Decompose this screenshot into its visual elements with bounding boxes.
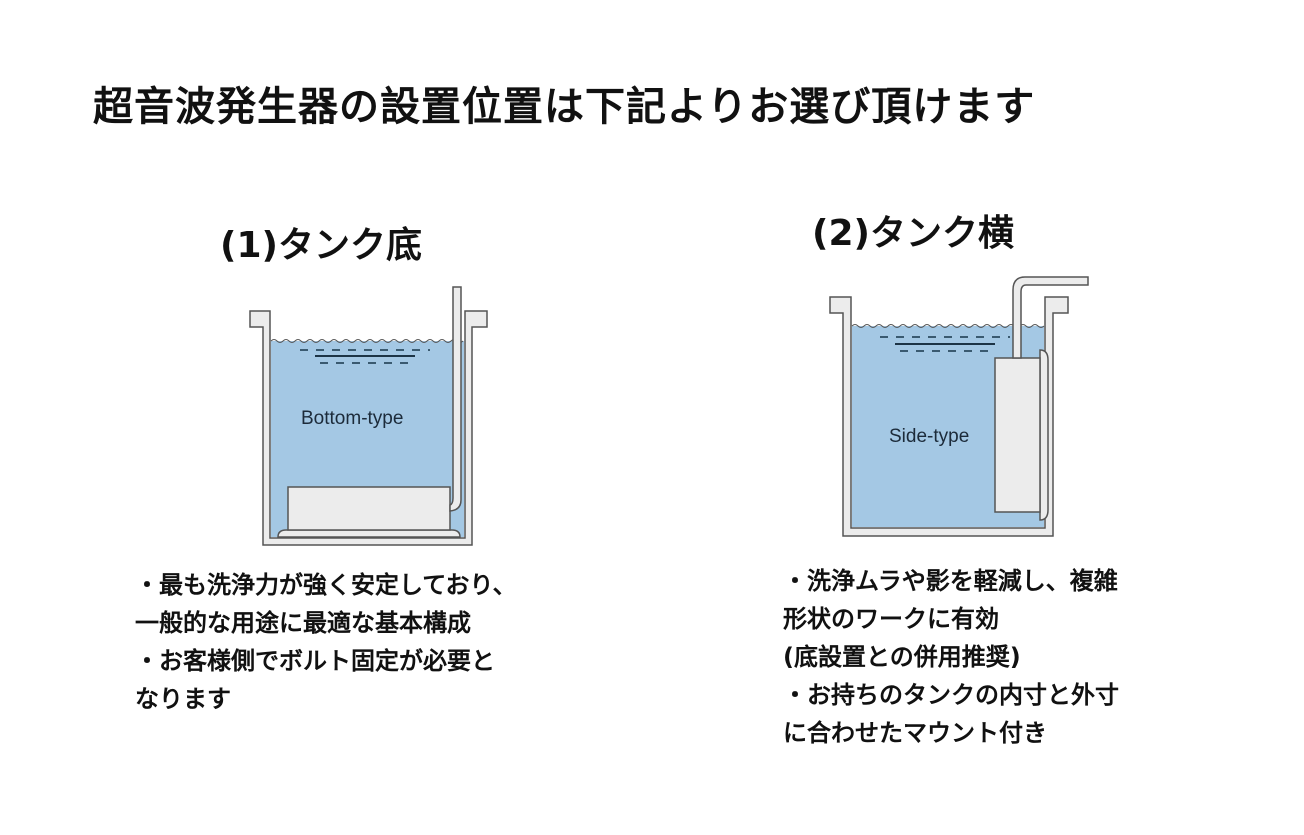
bottom-type-description: ・最も洗浄力が強く安定しており、 一般的な用途に最適な基本構成 ・お客様側でボル… — [135, 566, 517, 718]
bottom-type-tank-diagram: Bottom-type — [249, 286, 488, 546]
description-line: 形状のワークに有効 — [783, 605, 999, 633]
option-side-heading: (2)タンク横 — [812, 213, 1014, 254]
side-type-label: Side-type — [889, 426, 969, 447]
description-line: ・お客様側でボルト固定が必要と — [135, 647, 495, 675]
description-line: ・お持ちのタンクの内寸と外寸 — [783, 681, 1119, 709]
description-line: ・洗浄ムラや影を軽減し、複雑 — [783, 567, 1118, 595]
description-line: に合わせたマウント付き — [783, 719, 1047, 747]
description-line: 一般的な用途に最適な基本構成 — [135, 609, 471, 637]
page-title: 超音波発生器の設置位置は下記よりお選び頂けます — [93, 84, 1036, 130]
side-type-tank-diagram: Side-type — [829, 276, 1089, 537]
bottom-type-label: Bottom-type — [301, 408, 403, 429]
option-bottom-heading: (1)タンク底 — [220, 225, 422, 266]
description-line: (底設置との併用推奨) — [783, 643, 1021, 671]
side-type-description: ・洗浄ムラや影を軽減し、複雑 形状のワークに有効 (底設置との併用推奨) ・お持… — [783, 562, 1119, 752]
description-line: ・最も洗浄力が強く安定しており、 — [135, 571, 517, 599]
description-line: なります — [135, 685, 231, 713]
